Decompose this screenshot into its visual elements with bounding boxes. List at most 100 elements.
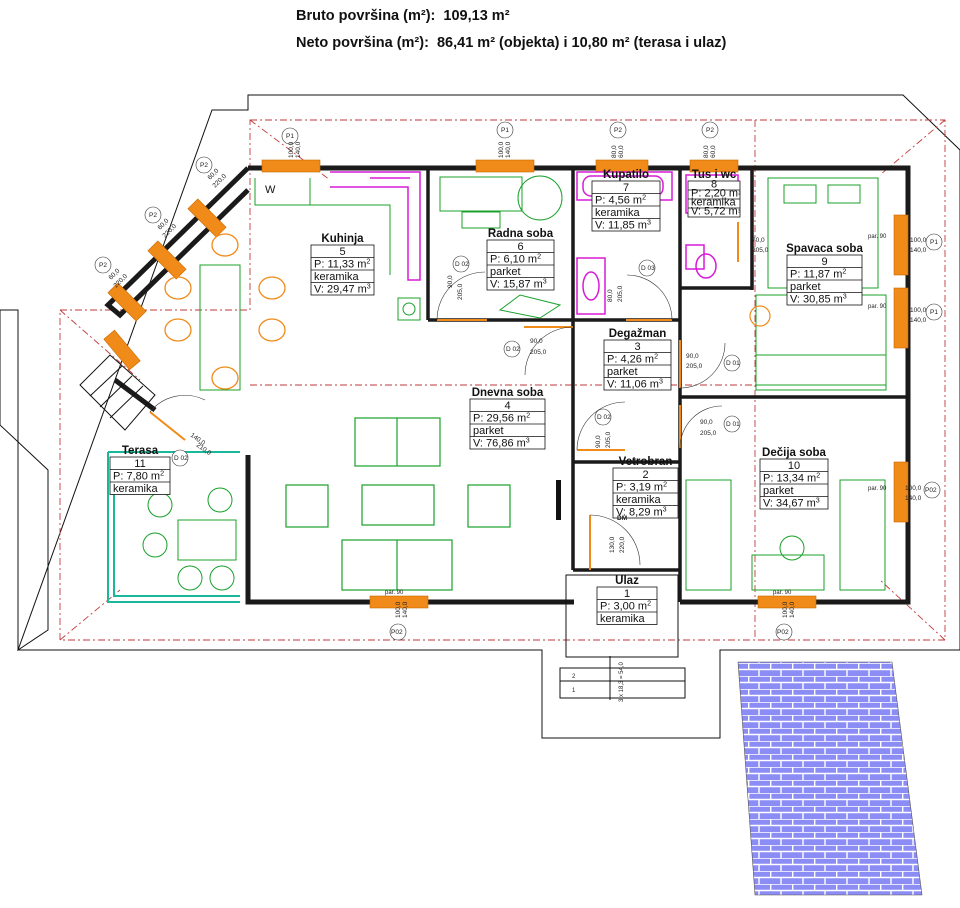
room-area: P: 2,20 m2	[691, 188, 741, 200]
svg-text:140,0: 140,0	[789, 601, 796, 618]
svg-text:140,0: 140,0	[295, 141, 302, 158]
svg-text:D 02: D 02	[506, 346, 520, 353]
svg-text:90,0: 90,0	[686, 353, 699, 360]
svg-text:60,0: 60,0	[710, 145, 717, 158]
room-num: 5	[339, 246, 345, 258]
room-volume-unit-exp: 3	[659, 378, 663, 386]
room-floor: keramika	[314, 271, 360, 283]
svg-text:90,0: 90,0	[595, 435, 602, 448]
room-num: 4	[504, 400, 510, 412]
svg-text:P1: P1	[930, 309, 938, 316]
svg-text:100,0: 100,0	[395, 601, 402, 618]
room-name: Degažman	[609, 328, 667, 340]
svg-text:P1: P1	[930, 239, 938, 246]
room-area-unit-exp: 2	[642, 194, 646, 202]
gross-area-value: 109,13 m²	[443, 8, 510, 24]
room-area-unit-exp: 2	[663, 481, 667, 489]
tv-icon	[556, 480, 561, 520]
children-room-furniture	[685, 479, 886, 591]
doors	[149, 222, 739, 570]
svg-text:100,0: 100,0	[782, 601, 789, 618]
room-volume-unit-exp: 3	[663, 506, 667, 514]
stair-step-1: 1	[572, 688, 576, 694]
svg-text:140,0: 140,0	[905, 495, 922, 502]
work-room-furniture	[439, 175, 563, 319]
room-area: P: 11,33 m2	[314, 258, 370, 271]
svg-text:205,0: 205,0	[457, 283, 464, 300]
room-area-unit-exp: 2	[526, 412, 530, 420]
room-name: Kupatilo	[603, 169, 649, 181]
room-floor: parket	[607, 366, 638, 378]
net-area-line: Neto površina (m²): 86,41 m² (objekta) i…	[296, 35, 726, 51]
kitchen-counter	[330, 171, 421, 281]
room-area-unit-exp: 2	[647, 600, 651, 608]
tag-texts: D 02 D 02 D 03 D 01 D 01 D 02 D 02 P1 P1…	[99, 127, 938, 636]
svg-text:par. 90: par. 90	[868, 304, 887, 310]
room-volume: V: 15,87 m3	[490, 278, 547, 291]
room-volume: V: 76,86 m3	[473, 437, 530, 450]
kitchen-w-label: W	[265, 184, 276, 196]
svg-text:P2: P2	[149, 212, 157, 219]
room-num: 3	[634, 341, 640, 353]
room-volume-unit-exp: 3	[843, 293, 847, 301]
svg-text:205,0: 205,0	[605, 431, 612, 448]
room-area: P: 3,19 m2	[616, 481, 667, 494]
room-floor: parket	[473, 425, 504, 437]
room-volume: V: 34,67 m3	[763, 497, 820, 510]
room-area-unit-exp: 2	[842, 268, 846, 276]
room-area: P: 7,80 m2	[113, 470, 164, 483]
svg-text:P1: P1	[286, 133, 294, 140]
svg-text:100,0: 100,0	[288, 141, 295, 158]
room-label-box	[109, 456, 171, 495]
room-area: P: 29,56 m2	[473, 412, 530, 425]
svg-text:P2: P2	[200, 162, 208, 169]
plant-icon	[749, 305, 771, 327]
room-name: Ulaz	[615, 575, 639, 587]
svg-text:100,0: 100,0	[498, 141, 505, 158]
paving-area	[737, 661, 923, 896]
entrance	[559, 574, 686, 700]
svg-text:par. 90: par. 90	[773, 590, 792, 596]
room-num: 9	[821, 256, 827, 268]
svg-text:205,0: 205,0	[530, 349, 547, 356]
room-volume-unit-exp: 3	[738, 208, 741, 214]
room-floor: keramika	[600, 613, 646, 625]
room-name: Spavaca soba	[786, 243, 863, 255]
svg-text:D 03: D 03	[641, 265, 655, 272]
room-num: 7	[623, 182, 629, 194]
room-volume: V: 5,72 m3	[691, 206, 741, 218]
svg-text:D 01: D 01	[726, 421, 740, 428]
room-floor: keramika	[595, 207, 641, 219]
svg-text:130,0: 130,0	[609, 536, 616, 553]
svg-text:D 02: D 02	[597, 414, 611, 421]
svg-text:100,0: 100,0	[905, 485, 922, 492]
svg-text:par. 90: par. 90	[868, 234, 887, 240]
room-num: 2	[642, 469, 648, 481]
site-outline	[0, 94, 960, 739]
room-floor: parket	[763, 485, 794, 497]
room-area-unit-exp: 2	[160, 470, 164, 478]
living-room-furniture	[285, 417, 511, 591]
terrace-frame	[107, 451, 240, 603]
roof-lines	[59, 119, 946, 641]
room-volume-unit-exp: 3	[816, 497, 820, 505]
svg-text:P2: P2	[99, 262, 107, 269]
svg-text:80,0: 80,0	[703, 145, 710, 158]
room-volume: V: 11,85 m3	[595, 219, 651, 232]
stair-note: 3 x 18,3 = 54,0	[619, 661, 625, 702]
net-area-value: 86,41 m² (objekta) i 10,80 m² (terasa i …	[436, 35, 727, 51]
net-area-label: Neto površina (m²):	[296, 35, 429, 51]
svg-text:P02: P02	[777, 629, 789, 636]
room-name: Vetrobran	[619, 456, 673, 468]
room-name: Dečija soba	[762, 447, 827, 459]
room-area-unit-exp: 2	[654, 353, 658, 361]
room-num: 1	[624, 588, 630, 600]
room-area-unit-exp: 2	[537, 253, 541, 261]
room-volume-unit-exp: 3	[367, 283, 371, 291]
svg-text:140,0: 140,0	[505, 141, 512, 158]
